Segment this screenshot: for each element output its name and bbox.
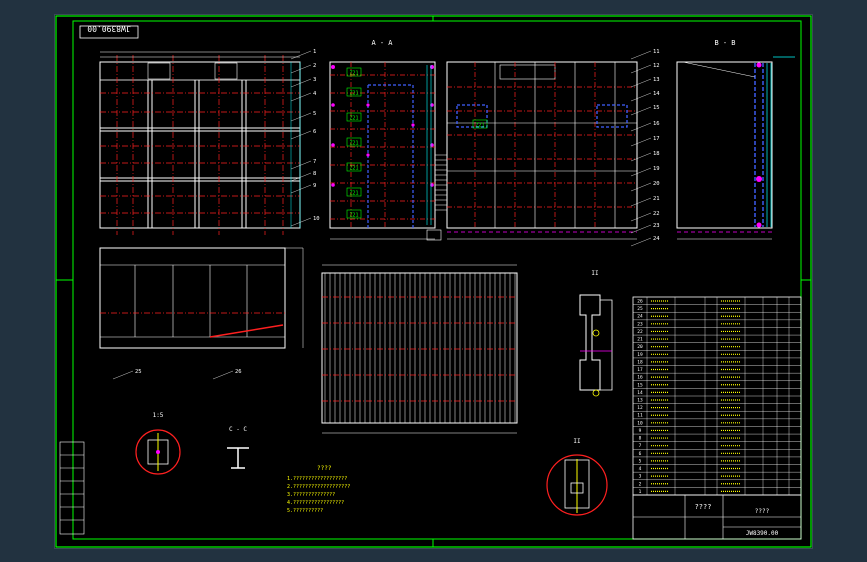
parts-row-number: 3 (639, 474, 642, 480)
part-callouts: 1234567891011121314151617181920212223242… (112, 49, 660, 380)
parts-row-number: 26 (637, 298, 643, 304)
detail-i-circle: 1:5 (135, 412, 181, 475)
callout-number: 6 (313, 129, 316, 135)
panel-tag: Z21 (349, 71, 358, 77)
parts-row-number: 12 (637, 405, 643, 411)
rear-view (446, 61, 638, 240)
clamp-detail: II (579, 270, 613, 397)
panel-tag: Z21 (349, 91, 358, 97)
parts-row-number: 23 (637, 321, 643, 327)
callout-number: 11 (653, 49, 660, 55)
callout-number: 20 (653, 181, 660, 187)
callout-number: 10 (313, 216, 320, 222)
section-c-c-label: C - C (229, 426, 247, 433)
callout-number: 19 (653, 166, 660, 172)
panel-tag: Z21 (349, 213, 358, 219)
detail-ii-label: II (591, 270, 599, 277)
outer-border (55, 15, 812, 548)
notes-title: ???? (317, 465, 332, 472)
callout-number: 12 (653, 63, 660, 69)
title-block-subtitle: ???? (755, 508, 770, 515)
panel-tag: Z21 (349, 191, 358, 197)
parts-row-number: 24 (637, 314, 643, 320)
callout-number: 26 (235, 369, 242, 375)
title-block-name: ???? (695, 503, 712, 511)
title-block-drawing-number: JW8390.00 (746, 530, 779, 537)
plan-view (99, 247, 304, 349)
cad-drawing: JW8390.00 (55, 15, 812, 548)
callout-number: 5 (313, 111, 316, 117)
parts-row-number: 21 (637, 337, 643, 343)
grating-view (321, 264, 518, 434)
callout-number: 15 (653, 105, 660, 111)
detail-ii-circle: II (546, 438, 608, 516)
parts-row-number: 2 (639, 481, 642, 487)
callout-number: 13 (653, 77, 660, 83)
parts-row-number: 17 (637, 367, 643, 373)
note-line: 2.??????????????????? (287, 484, 350, 490)
callout-number: 22 (653, 211, 660, 217)
callout-number: 8 (313, 171, 316, 177)
parts-row-number: 10 (637, 420, 643, 426)
note-line: 5.?????????? (287, 508, 323, 514)
section-c-c-profile: C - C (227, 426, 249, 469)
parts-list-table: 2625242322212019181716151413121110987654… (632, 296, 802, 496)
callout-number: 7 (313, 159, 316, 165)
drawing-number-box (79, 25, 139, 39)
section-a-a-label: A - A (371, 39, 393, 47)
section-b-b-view: B - B (676, 39, 795, 240)
note-line: 3.?????????????? (287, 492, 335, 498)
panel-tag: Z21 (349, 116, 358, 122)
parts-row-number: 15 (637, 382, 643, 388)
parts-row-number: 14 (637, 390, 643, 396)
drawing-number-mirrored: JW8390.00 (87, 24, 131, 33)
callout-number: 23 (653, 223, 660, 229)
panel-tag: Z21 (475, 123, 484, 129)
revision-strip (59, 441, 85, 535)
parts-row-number: 1 (639, 489, 642, 495)
detail-ii-circle-label: II (573, 438, 581, 445)
parts-row-number: 25 (637, 306, 643, 312)
callout-number: 4 (313, 91, 317, 97)
technical-notes: ???? 1.?????????????????? 2.????????????… (287, 465, 350, 514)
parts-row-number: 7 (639, 443, 642, 449)
front-view (99, 51, 301, 235)
callout-number: 25 (135, 369, 142, 375)
callout-number: 18 (653, 151, 660, 157)
callout-number: 21 (653, 196, 660, 202)
parts-row-number: 4 (639, 466, 642, 472)
detail-i-label: 1:5 (153, 412, 164, 419)
parts-row-number: 16 (637, 375, 643, 381)
callout-number: 2 (313, 63, 316, 69)
section-a-a-view: A - A (329, 39, 447, 241)
drawing-sheet: JW8390.00 (54, 14, 813, 549)
panel-tag: Z21 (349, 141, 358, 147)
note-line: 4.????????????????? (287, 500, 344, 506)
section-b-b-label: B - B (714, 39, 735, 47)
callout-number: 1 (313, 49, 316, 55)
parts-row-number: 8 (639, 436, 642, 442)
inner-border (72, 20, 802, 540)
parts-row-number: 11 (637, 413, 643, 419)
callout-number: 14 (653, 91, 660, 97)
callout-number: 24 (653, 236, 660, 242)
parts-row-number: 5 (639, 458, 642, 464)
callout-number: 3 (313, 77, 316, 83)
parts-row-number: 6 (639, 451, 642, 457)
parts-row-number: 19 (637, 352, 643, 358)
parts-row-number: 18 (637, 359, 643, 365)
callout-number: 16 (653, 121, 660, 127)
title-block: ???? ???? JW8390.00 (632, 494, 802, 540)
panel-tag: Z21 (349, 166, 358, 172)
parts-row-number: 13 (637, 397, 643, 403)
note-line: 1.?????????????????? (287, 476, 347, 482)
callout-number: 17 (653, 136, 660, 142)
callout-number: 9 (313, 183, 316, 189)
parts-row-number: 20 (637, 344, 643, 350)
parts-row-number: 22 (637, 329, 643, 335)
parts-row-number: 9 (639, 428, 642, 434)
